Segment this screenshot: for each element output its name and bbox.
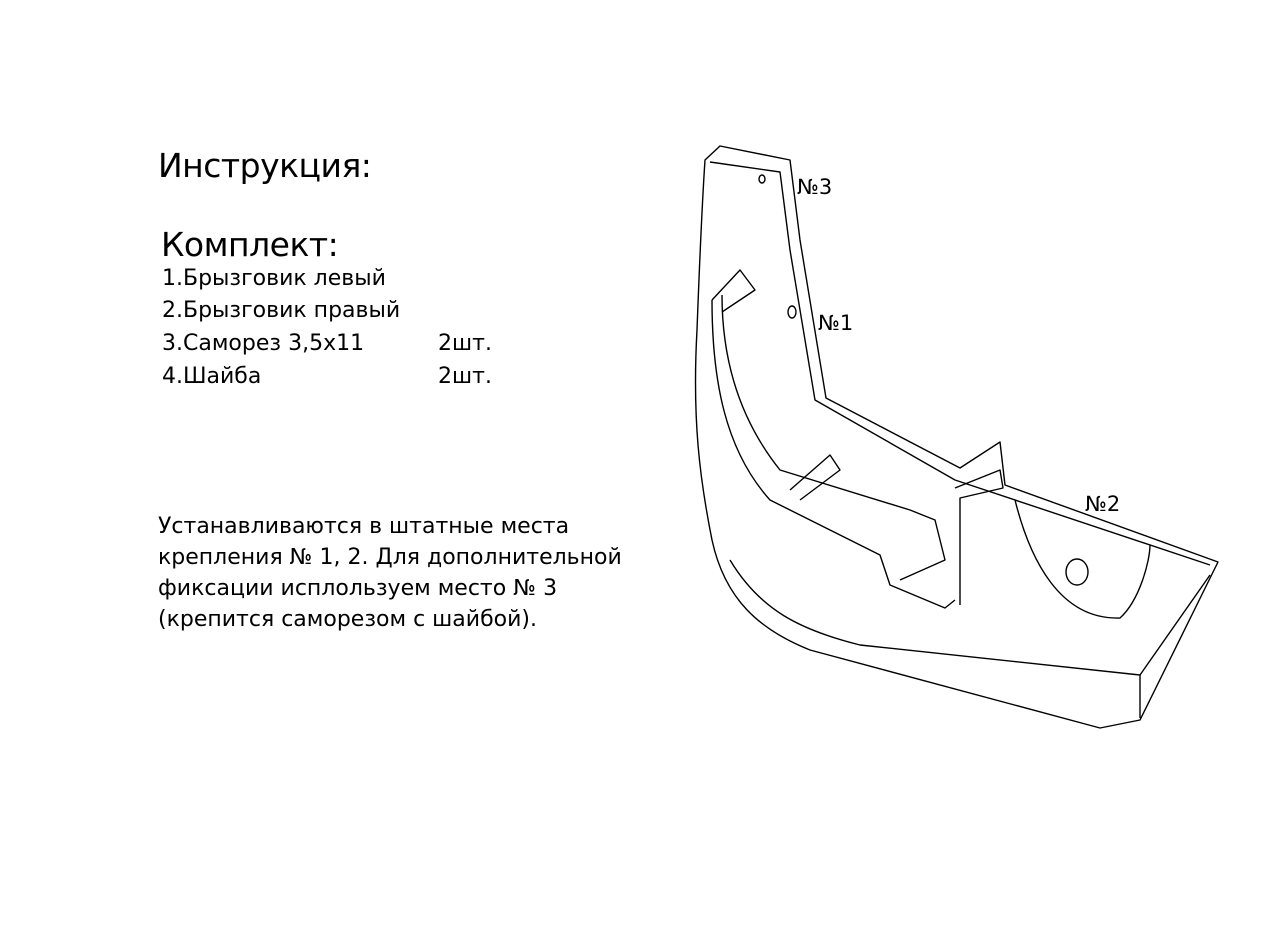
kit-item-name: 4.Шайба xyxy=(162,364,262,389)
mudflap-outline xyxy=(694,145,1219,729)
mount-label-2: №2 xyxy=(1085,492,1121,516)
page-title: Инструкция: xyxy=(158,146,372,185)
note-line: фиксации исплользуем место № 3 xyxy=(158,576,558,601)
mount-hole-2 xyxy=(1065,558,1089,586)
note-line: (крепится саморезом с шайбой). xyxy=(158,607,537,632)
kit-item-name: 2.Брызговик правый xyxy=(162,298,401,323)
mudflap-mount-boss xyxy=(1014,499,1151,619)
installation-note: Устанавливаются в штатные места креплени… xyxy=(158,511,622,635)
note-line: крепления № 1, 2. Для дополнительной xyxy=(158,545,622,570)
mount-hole-1 xyxy=(787,305,797,319)
kit-item-qty: 2шт. xyxy=(438,364,492,389)
mount-label-3: №3 xyxy=(797,175,833,199)
note-line: Устанавливаются в штатные места xyxy=(158,514,570,539)
mudflap-channel-inner xyxy=(721,294,946,581)
mudflap-rib xyxy=(789,454,841,501)
kit-heading: Комплект: xyxy=(161,225,339,264)
mudflap-inner-edge xyxy=(709,161,1211,566)
mudflap-rib xyxy=(711,269,756,313)
kit-item-qty: 2шт. xyxy=(438,331,492,356)
mudflap-bracket xyxy=(954,469,1004,605)
kit-item-name: 1.Брызговик левый xyxy=(162,266,386,291)
mount-hole-3 xyxy=(758,174,766,184)
mount-label-1: №1 xyxy=(818,311,854,335)
mudflap-bottom-edge xyxy=(729,559,1211,676)
mudflap-channel xyxy=(711,299,956,609)
kit-item-name: 3.Саморез 3,5х11 xyxy=(162,331,365,356)
